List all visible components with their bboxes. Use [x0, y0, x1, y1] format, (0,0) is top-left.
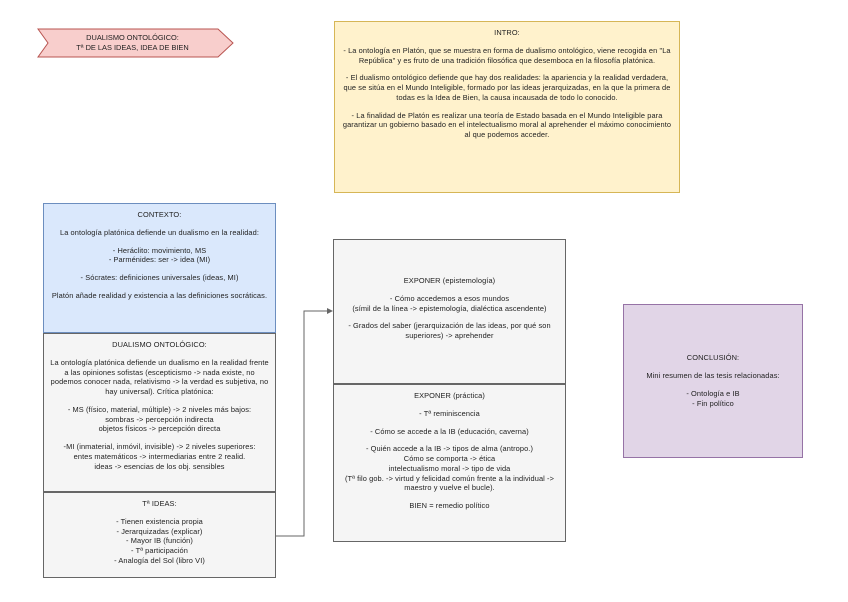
ideas-box[interactable]: Tª IDEAS: - Tienen existencia propia - J… — [43, 492, 276, 578]
conclusion-box[interactable]: CONCLUSIÓN: Mini resumen de las tesis re… — [623, 304, 803, 458]
intro-paragraph-1: - La ontología en Platón, que se muestra… — [343, 45, 671, 65]
intro-title: INTRO: — [494, 28, 520, 37]
contexto-paragraph-1: La ontología platónica defiende un duali… — [59, 227, 260, 237]
intro-box[interactable]: INTRO: - La ontología en Platón, que se … — [334, 21, 680, 193]
title-tag-line2: Tª DE LAS IDEAS, IDEA DE BIEN — [76, 42, 189, 52]
dualismo-paragraph-2: - MS (físico, material, múltiple) -> 2 n… — [67, 404, 252, 434]
contexto-box[interactable]: CONTEXTO: La ontología platónica defiend… — [43, 203, 276, 333]
conclusion-paragraph-1: Mini resumen de las tesis relacionadas: — [646, 371, 780, 381]
exponer-practica-paragraph-2: - Cómo se accede a la IB (educación, cav… — [370, 426, 529, 436]
title-tag[interactable]: DUALISMO ONTOLÓGICO: Tª DE LAS IDEAS, ID… — [50, 33, 215, 53]
intro-paragraph-2: - El dualismo ontológico defiende que ha… — [343, 73, 671, 102]
conclusion-title: CONCLUSIÓN: — [686, 353, 740, 363]
ideas-list: - Tienen existencia propia - Jerarquizad… — [114, 516, 205, 565]
contexto-paragraph-4: Platón añade realidad y existencia a las… — [51, 290, 268, 300]
dualismo-title: DUALISMO ONTOLÓGICO: — [112, 340, 207, 349]
title-tag-shape — [37, 28, 234, 58]
conclusion-paragraph-2: - Ontología e IB - Fin político — [686, 389, 740, 408]
exponer-practica-title: EXPONER (práctica) — [414, 391, 485, 400]
exponer-practica-paragraph-1: - Tª reminiscencia — [419, 408, 480, 418]
dualismo-box[interactable]: DUALISMO ONTOLÓGICO: La ontología platón… — [43, 333, 276, 492]
intro-paragraph-3: - La finalidad de Platón es realizar una… — [342, 110, 672, 140]
exponer-practica-paragraph-4: BIEN = remedio político — [409, 501, 490, 511]
exponer-epistemologia-box[interactable]: EXPONER (epistemología) - Cómo accedemos… — [333, 239, 566, 384]
ideas-title: Tª IDEAS: — [142, 499, 177, 508]
dualismo-paragraph-1: La ontología platónica defiende un duali… — [50, 357, 269, 397]
exponer-epistemologia-paragraph-1: - Cómo accedemos a esos mundos (símil de… — [352, 293, 547, 313]
contexto-paragraph-3: - Sócrates: definiciones universales (id… — [80, 273, 239, 283]
exponer-epistemologia-title: EXPONER (epistemología) — [403, 276, 496, 285]
exponer-practica-box[interactable]: EXPONER (práctica) - Tª reminiscencia - … — [333, 384, 566, 542]
exponer-practica-paragraph-3: - Quién accede a la IB -> tipos de alma … — [344, 444, 555, 493]
exponer-epistemologia-paragraph-2: - Grados del saber (jerarquización de la… — [348, 321, 551, 341]
contexto-paragraph-2: - Heráclito: movimiento, MS - Parménides… — [108, 245, 211, 265]
contexto-title: CONTEXTO: — [137, 210, 182, 219]
dualismo-paragraph-3: -MI (inmaterial, inmóvil, invisible) -> … — [63, 442, 256, 471]
title-tag-line1: DUALISMO ONTOLÓGICO: — [86, 33, 179, 42]
